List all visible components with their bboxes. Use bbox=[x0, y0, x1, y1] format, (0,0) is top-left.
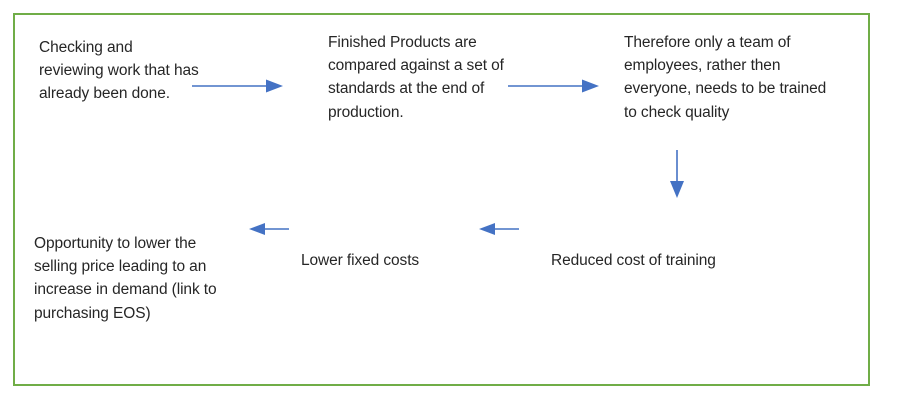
node-therefore-team-of-employees: Therefore only a team of employees, rath… bbox=[624, 34, 827, 121]
node-reduced-cost-of-training: Reduced cost of training bbox=[551, 252, 716, 269]
arrow-right-icon-checking-to-finished bbox=[192, 79, 283, 93]
arrow-down-icon-therefore-to-reduced-cost bbox=[670, 150, 684, 198]
node-checking-and-reviewing: Checking and reviewing work that has alr… bbox=[39, 39, 199, 103]
node-finished-products: Finished Products are compared against a… bbox=[328, 34, 504, 121]
arrow-right-icon-finished-to-therefore bbox=[508, 79, 599, 93]
diagram-border-frame bbox=[13, 13, 870, 386]
arrow-left-icon-reduced-to-lowerfixed bbox=[479, 223, 519, 235]
node-lower-fixed-costs: Lower fixed costs bbox=[301, 252, 420, 269]
arrow-left-icon-lowerfixed-to-opportunity bbox=[249, 223, 289, 235]
node-opportunity-to-lower-selling-price: Opportunity to lower the selling price l… bbox=[34, 235, 217, 322]
